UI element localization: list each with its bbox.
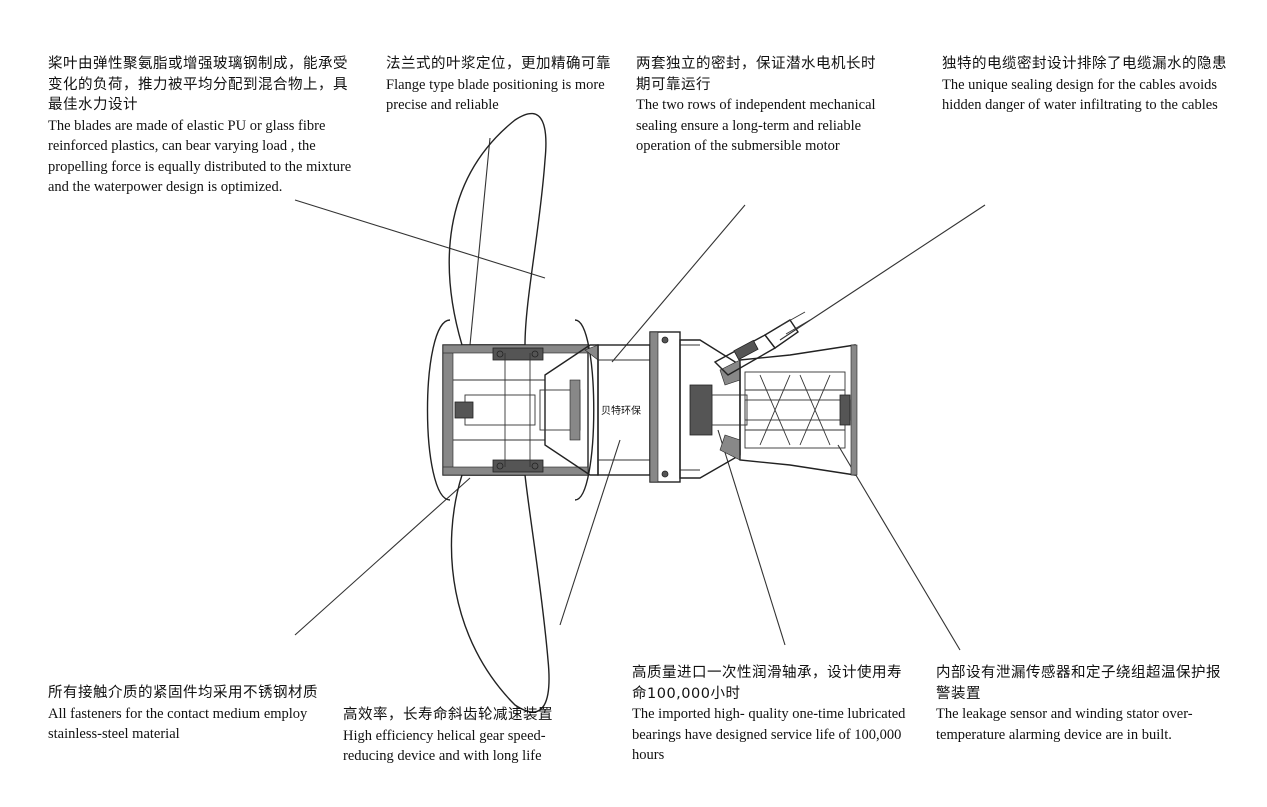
callout-bearings-en: The imported high- quality one-time lubr… — [632, 706, 906, 764]
cable-gland — [713, 311, 811, 376]
rear-bearing — [839, 394, 851, 426]
gearbox — [539, 344, 599, 476]
callout-bearings: 高质量进口一次性润滑轴承，设计使用寿命100,000小时 The importe… — [632, 663, 912, 766]
blade-outline-left — [426, 319, 451, 501]
callout-blades-en: The blades are made of elastic PU or gla… — [48, 117, 352, 196]
callout-blades-zh: 桨叶由弹性聚氨脂或增强玻璃钢制成，能承受变化的负荷，推力被平均分配到混合物上，具… — [48, 56, 348, 114]
callout-sealing: 两套独立的密封，保证潜水电机长时期可靠运行 The two rows of in… — [636, 54, 881, 157]
motor-shell — [739, 344, 856, 476]
leader-sensor — [837, 444, 961, 651]
callout-fasteners: 所有接触介质的紧固件均采用不锈钢材质 All fasteners for the… — [48, 683, 338, 745]
leader-bearings — [717, 429, 786, 646]
callout-sensor-zh: 内部设有泄漏传感器和定子绕组超温保护报警装置 — [936, 665, 1221, 702]
leader-gear — [559, 439, 621, 626]
mechanical-seal — [689, 384, 713, 436]
callout-sealing-zh: 两套独立的密封，保证潜水电机长时期可靠运行 — [636, 56, 876, 93]
callout-bearings-zh: 高质量进口一次性润滑轴承，设计使用寿命100,000小时 — [632, 665, 902, 702]
callout-gear: 高效率，长寿命斜齿轮减速装置 High efficiency helical g… — [343, 705, 593, 767]
upper-blade — [448, 112, 547, 346]
motor-shaft-front — [711, 394, 748, 426]
hub-flange-top — [492, 347, 544, 361]
callout-cable-seal: 独特的电缆密封设计排除了电缆漏水的隐患 The unique sealing d… — [942, 54, 1247, 116]
callout-flange-en: Flange type blade positioning is more pr… — [386, 76, 605, 114]
callout-cable-seal-zh: 独特的电缆密封设计排除了电缆漏水的隐患 — [942, 56, 1227, 72]
lower-blade — [450, 474, 550, 713]
hub-flange-bottom — [492, 459, 544, 473]
propeller-hub — [442, 344, 589, 476]
hub-shaft — [464, 394, 536, 426]
motor-housing-middle: 贝特环保 — [597, 344, 651, 476]
blade-outline-right — [574, 319, 595, 501]
callout-sensor: 内部设有泄漏传感器和定子绕组超温保护报警装置 The leakage senso… — [936, 663, 1226, 745]
hub-nut — [454, 401, 474, 419]
leader-sealing — [611, 204, 746, 363]
hub-wall-left — [442, 344, 454, 476]
seal-bearing-section — [679, 339, 748, 479]
leader-flange — [469, 137, 491, 346]
callout-sensor-en: The leakage sensor and winding stator ov… — [936, 706, 1193, 743]
leader-cable — [779, 204, 986, 341]
propeller-blades — [426, 112, 595, 713]
motor-body — [739, 344, 858, 476]
callout-cable-seal-en: The unique sealing design for the cables… — [942, 76, 1218, 114]
stator — [744, 371, 846, 449]
leader-fasteners — [294, 477, 471, 636]
callout-fasteners-zh: 所有接触介质的紧固件均采用不锈钢材质 — [48, 685, 318, 701]
leader-blades — [294, 199, 546, 279]
callout-flange: 法兰式的叶浆定位，更加精确可靠 Flange type blade positi… — [386, 54, 621, 116]
brand-label: 贝特环保 — [601, 404, 641, 417]
callout-blades: 桨叶由弹性聚氨脂或增强玻璃钢制成，能承受变化的负荷，推力被平均分配到混合物上，具… — [48, 54, 358, 198]
callout-flange-zh: 法兰式的叶浆定位，更加精确可靠 — [386, 56, 611, 72]
leader-lines — [294, 137, 986, 651]
callout-gear-zh: 高效率，长寿命斜齿轮减速装置 — [343, 707, 553, 723]
callout-fasteners-en: All fasteners for the contact medium emp… — [48, 705, 308, 743]
callout-gear-en: High efficiency helical gear speed-reduc… — [343, 727, 546, 765]
rotor-shaft — [744, 399, 851, 421]
callout-sealing-en: The two rows of independent mechanical s… — [636, 97, 876, 155]
